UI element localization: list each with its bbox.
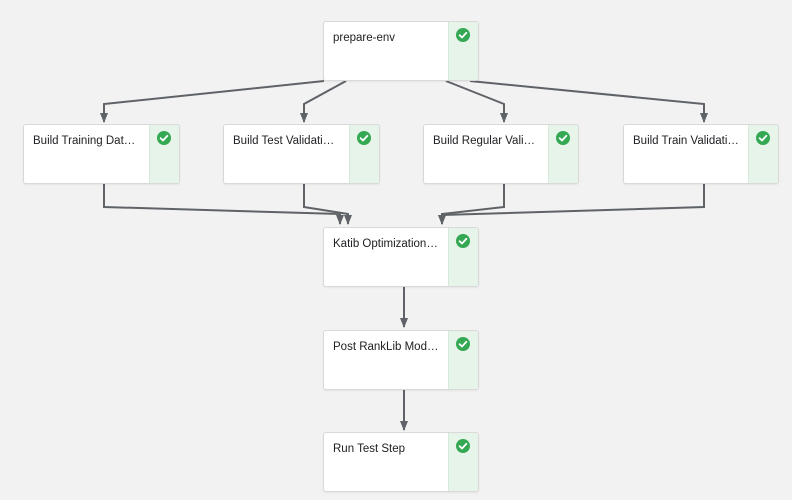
node-build-training[interactable]: Build Training Dat… — [23, 124, 180, 184]
node-label: Build Test Validati… — [233, 135, 335, 147]
node-label: Run Test Step — [333, 443, 406, 455]
check-circle-icon — [556, 131, 570, 145]
edge-prepare-env-to-build-regular-validation — [445, 80, 508, 123]
status-indicator — [448, 228, 478, 286]
node-label: prepare-env — [333, 32, 396, 44]
node-build-train-validation[interactable]: Build Train Validati… — [623, 124, 779, 184]
edge-build-regular-validation-to-katib — [438, 183, 505, 225]
node-prepare-env[interactable]: prepare-env — [323, 21, 479, 81]
node-label: Build Training Dat… — [33, 135, 136, 147]
check-circle-icon — [357, 131, 371, 145]
status-indicator — [748, 125, 778, 183]
node-katib-optimization[interactable]: Katib Optimization… — [323, 227, 479, 287]
node-label: Katib Optimization… — [333, 238, 438, 250]
edge-build-training-to-katib — [103, 183, 344, 225]
edge-build-test-validation-to-katib — [303, 183, 352, 225]
node-build-test-validation[interactable]: Build Test Validati… — [223, 124, 380, 184]
node-post-ranklib[interactable]: Post RankLib Mod… — [323, 330, 479, 390]
status-indicator — [149, 125, 179, 183]
node-run-test-step[interactable]: Run Test Step — [323, 432, 479, 492]
status-indicator — [548, 125, 578, 183]
edge-prepare-env-to-build-test-validation — [300, 80, 347, 123]
status-indicator — [349, 125, 379, 183]
check-circle-icon — [456, 439, 470, 453]
status-indicator — [448, 433, 478, 491]
check-circle-icon — [756, 131, 770, 145]
node-label: Build Train Validati… — [633, 135, 739, 147]
edge-prepare-env-to-build-training — [100, 80, 325, 123]
node-label: Post RankLib Mod… — [333, 341, 439, 353]
check-circle-icon — [157, 131, 171, 145]
check-circle-icon — [456, 28, 470, 42]
edge-build-train-validation-to-katib — [438, 183, 705, 225]
check-circle-icon — [456, 234, 470, 248]
status-indicator — [448, 22, 478, 80]
node-build-regular-validation[interactable]: Build Regular Vali… — [423, 124, 579, 184]
node-label: Build Regular Vali… — [433, 135, 536, 147]
edge-prepare-env-to-build-train-validation — [469, 80, 708, 123]
check-circle-icon — [456, 337, 470, 351]
status-indicator — [448, 331, 478, 389]
